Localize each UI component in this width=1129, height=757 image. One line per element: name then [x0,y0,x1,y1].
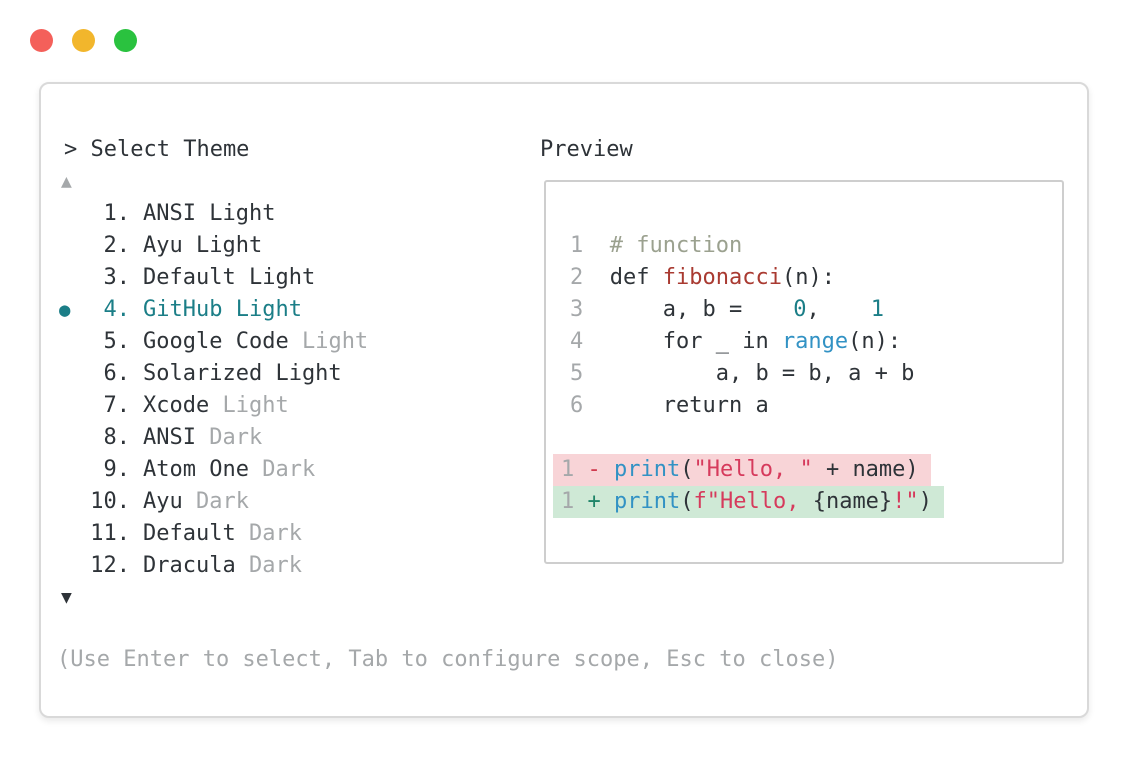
diff-added-line: 1 + print(f"Hello, {name}!") [553,486,944,518]
minimize-button[interactable] [72,29,95,52]
theme-item-github-light[interactable]: ● 4. GitHub Light [41,294,541,326]
theme-list: 1. ANSI Light 2. Ayu Light 3. Default Light ● 4… [41,198,541,582]
theme-item-number: 3. [103,265,131,290]
theme-item-label: Solarized Light [143,361,342,386]
select-theme-prompt: > Select Theme [64,137,250,162]
help-text: (Use Enter to select, Tab to configure s… [57,647,839,672]
theme-item-number: 12. [90,553,130,578]
code-line: 2 def fibonacci(n): [570,265,835,290]
theme-item-number: 10. [90,489,130,514]
theme-item-number: 7. [103,393,131,418]
theme-item-number: 9. [103,457,131,482]
close-button[interactable] [30,29,53,52]
scroll-down-icon[interactable]: ▼ [61,587,72,608]
theme-item-default-light[interactable]: 3. Default Light [41,262,541,294]
code-blank-line [546,422,1062,454]
diff-removed-line: 1 - print("Hello, " + name) [553,454,931,486]
theme-item-ansi-light[interactable]: 1. ANSI Light [41,198,541,230]
theme-item-number: 8. [103,425,131,450]
window-controls [30,29,137,52]
theme-item-atom-one-dark[interactable]: 9. Atom One Dark [41,454,541,486]
theme-picker-dialog: > Select Theme ▲ 1. ANSI Light 2. Ayu Light… [39,82,1089,718]
theme-item-number: 11. [90,521,130,546]
code-area: 1 # function 2 def fibonacci(n): 3 a, b = … [546,230,1062,518]
theme-item-default-dark[interactable]: 11. Default Dark [41,518,541,550]
theme-item-xcode-light[interactable]: 7. Xcode Light [41,390,541,422]
theme-item-label: Default Light [143,265,316,290]
theme-item-dracula-dark[interactable]: 12. Dracula Dark [41,550,541,582]
theme-item-label: GitHub Light [143,297,302,322]
code-line: 6 return a [570,393,769,418]
theme-item-number: 5. [103,329,131,354]
selected-bullet-icon: ● [59,299,71,321]
theme-item-solarized-light[interactable]: 6. Solarized Light [41,358,541,390]
theme-item-number: 4. [103,297,131,322]
theme-item-number: 1. [103,201,131,226]
scroll-up-icon[interactable]: ▲ [61,171,72,192]
theme-item-label: ANSI Light [143,201,276,226]
code-line: 5 a, b = b, a + b [570,361,915,386]
theme-item-label: Default Dark [143,521,302,546]
theme-item-label: Google Code Light [143,329,369,354]
code-line: 1 # function [570,233,743,258]
theme-item-label: Dracula Dark [143,553,302,578]
theme-item-label: Xcode Light [143,393,289,418]
theme-item-label: Ayu Light [143,233,263,258]
theme-item-ayu-dark[interactable]: 10. Ayu Dark [41,486,541,518]
theme-item-label: Atom One Dark [143,457,316,482]
theme-item-ansi-dark[interactable]: 8. ANSI Dark [41,422,541,454]
theme-item-label: Ayu Dark [143,489,249,514]
theme-item-number: 2. [103,233,131,258]
theme-item-label: ANSI Dark [143,425,263,450]
theme-item-number: 6. [103,361,131,386]
preview-pane: 1 # function 2 def fibonacci(n): 3 a, b = … [544,180,1064,564]
preview-label: Preview [540,137,633,162]
zoom-button[interactable] [114,29,137,52]
theme-item-google-code-light[interactable]: 5. Google Code Light [41,326,541,358]
theme-item-ayu-light[interactable]: 2. Ayu Light [41,230,541,262]
code-line: 3 a, b = 0, 1 [570,297,884,322]
code-line: 4 for _ in range(n): [570,329,902,354]
